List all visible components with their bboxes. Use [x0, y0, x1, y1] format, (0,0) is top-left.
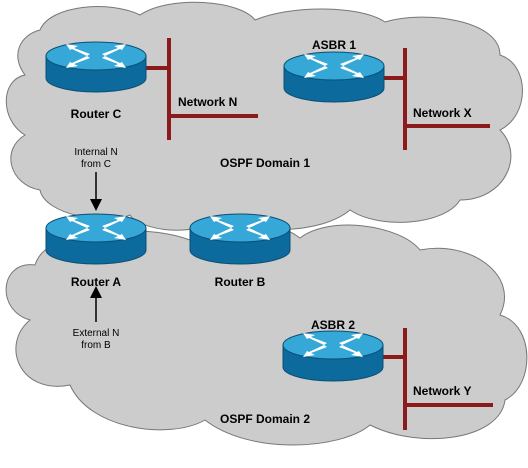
router-b-label: Router B: [215, 275, 266, 289]
router-c-icon: [45, 41, 147, 93]
network-x-segment: [384, 48, 490, 150]
asbr1-label: ASBR 1: [312, 38, 356, 52]
network-y-segment: [383, 328, 493, 430]
domain-1-label: OSPF Domain 1: [220, 156, 310, 170]
network-n-label: Network N: [178, 95, 237, 109]
router-b-icon: [189, 213, 291, 265]
router-a-icon: [45, 213, 147, 265]
internal-annotation-line2: from C: [81, 159, 111, 170]
network-y-label: Network Y: [413, 384, 471, 398]
router-a-label: Router A: [71, 275, 122, 289]
router-c-label: Router C: [71, 107, 122, 121]
external-annotation-line2: from B: [81, 340, 111, 351]
internal-annotation-line1: Internal N: [74, 147, 117, 158]
domain-2-label: OSPF Domain 2: [220, 412, 310, 426]
asbr1-router-icon: [283, 51, 385, 103]
asbr2-router-icon: [282, 330, 384, 382]
network-x-label: Network X: [413, 106, 472, 120]
asbr2-label: ASBR 2: [311, 318, 355, 332]
external-annotation-line1: External N: [73, 328, 120, 339]
network-n-segment: [143, 38, 258, 140]
